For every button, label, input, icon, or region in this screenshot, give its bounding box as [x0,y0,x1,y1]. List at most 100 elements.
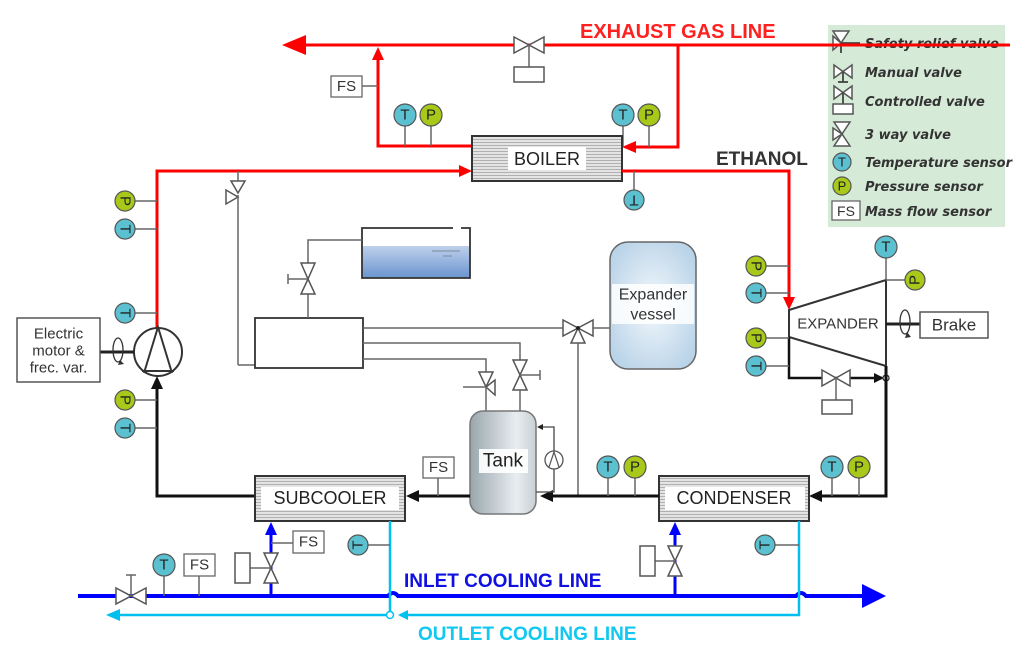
expander-side-temperature-sensor [745,355,767,377]
brake [919,311,989,339]
expander: EXPANDER T P Brake P T [745,235,989,415]
svg-text:T: T [117,224,134,233]
svg-text:motor &: motor & [32,343,85,360]
svg-text:T: T [117,423,134,432]
expander-out-temperature-sensor [874,235,898,259]
expander-out-pressure-sensor [904,269,926,291]
condenser-out-pressure-sensor [623,455,647,479]
exhaust-in-temperature-sensor [611,103,635,127]
pump-suction-line: P T [114,376,255,498]
boiler-gas-outlet-arrow-icon [372,47,384,60]
subcooler-cooling-controlled-valve-icon [262,552,280,570]
subcooler-cooling-flow-sensor [292,530,325,554]
condenser-to-tank-line: T P [540,455,659,502]
pump-in-temperature-sensor [114,417,136,439]
svg-text:FS: FS [337,78,356,95]
cooling-in-temperature-sensor [152,553,176,577]
manual-valve-icon [299,262,317,281]
svg-text:T: T [400,107,409,124]
safety-relief-valve-icon [477,371,495,389]
inlet-cooling-arrow-icon [862,584,886,608]
exhaust-gas-line-label: EXHAUST GAS LINE [580,21,776,43]
expander-inlet-arrow-icon [783,297,795,310]
svg-text:P: P [644,107,654,124]
three-way-valve-icon [832,121,852,147]
svg-text:P: P [748,261,765,271]
svg-text:P: P [854,459,864,476]
charging-system: Expander vessel [225,171,697,496]
pump-out-pressure-sensor [114,190,136,212]
tank-to-subcooler-line: FS [406,456,470,502]
pump-in-pressure-sensor [114,389,136,411]
subcooler: SUBCOOLER [254,475,406,522]
condenser-inlet-arrow-icon [809,490,822,502]
exhaust-in-pressure-sensor [637,103,661,127]
boiler-outlet-temperature-sensor [623,189,645,211]
exhaust-flow-sensor [330,75,363,98]
pump-out-temperature-sensor-2 [114,302,136,324]
svg-text:FS: FS [429,459,448,476]
boiler-label: BOILER [514,149,580,169]
svg-text:P: P [748,333,765,343]
outlet-cooling-line-label: OUTLET COOLING LINE [418,624,637,645]
svg-text:T: T [629,192,638,209]
manual-valve-icon [115,586,133,606]
safety-relief-valve-icon [229,180,247,195]
legend-label-mass-flow-sensor: Mass flow sensor [865,205,993,220]
ethanol-vapor-line: ETHANOL T P T [622,149,808,310]
boiler-gas-inlet-arrow-icon [622,141,636,153]
controlled-valve-icon [832,84,854,115]
boiler-inlet-arrow-icon [459,165,472,177]
bypass-controlled-valve-icon [821,368,838,388]
legend-background [828,25,1005,227]
ethanol-label: ETHANOL [716,149,808,170]
cooling-in-flow-sensor [183,553,216,577]
rotation-icon [112,337,124,363]
legend-label-temperature-sensor: Temperature sensor [865,156,1014,171]
exhaust-out-pressure-sensor [419,103,443,127]
svg-text:T: T [117,308,134,317]
svg-text:P: P [907,275,924,285]
expander-label: EXPANDER [797,316,879,333]
subcooler-cooling-out-temperature-sensor [347,534,369,556]
exhaust-arrow-icon [282,35,306,55]
svg-text:P: P [838,179,847,194]
svg-text:vessel: vessel [630,307,675,324]
manual-valve-icon [511,359,529,377]
expander-side-pressure-sensor [745,327,767,349]
condenser-in-pressure-sensor [847,455,871,479]
svg-text:FS: FS [299,534,318,551]
exhaust-out-temperature-sensor [393,103,417,127]
svg-text:frec. var.: frec. var. [30,360,88,377]
expander-inlet-pressure-sensor [745,255,767,277]
pump-out-temperature-sensor [114,218,136,240]
pump [100,323,183,377]
svg-text:Brake: Brake [932,316,976,335]
svg-text:Electric: Electric [34,326,84,343]
temperature-sensor-icon: T [832,152,852,172]
svg-text:T: T [838,155,846,170]
electric-motor: Electric motor & frec. var. [16,317,101,383]
svg-text:FS: FS [190,557,209,574]
svg-text:T: T [159,557,168,574]
manual-valve-icon [833,63,853,83]
rotation-icon [899,309,911,335]
outlet-cooling-line: OUTLET COOLING LINE T T [106,521,801,645]
condenser: CONDENSER [658,475,810,522]
condenser-label: CONDENSER [676,488,791,508]
subcooler-label: SUBCOOLER [273,488,386,508]
legend-label-controlled-valve: Controlled valve [865,95,985,110]
condenser-cooling-out-temperature-sensor [754,534,776,556]
svg-text:T: T [748,361,765,370]
pump-discharge-line: P T T [114,165,472,330]
svg-text:P: P [117,196,134,206]
svg-text:P: P [426,107,436,124]
condenser-out-temperature-sensor [596,455,620,479]
svg-text:T: T [618,107,627,124]
svg-text:Expander: Expander [619,287,688,304]
svg-text:T: T [603,459,612,476]
pump-inlet-arrow-icon [151,376,163,389]
legend-label-manual-valve: Manual valve [865,66,962,81]
svg-text:FS: FS [837,203,855,219]
